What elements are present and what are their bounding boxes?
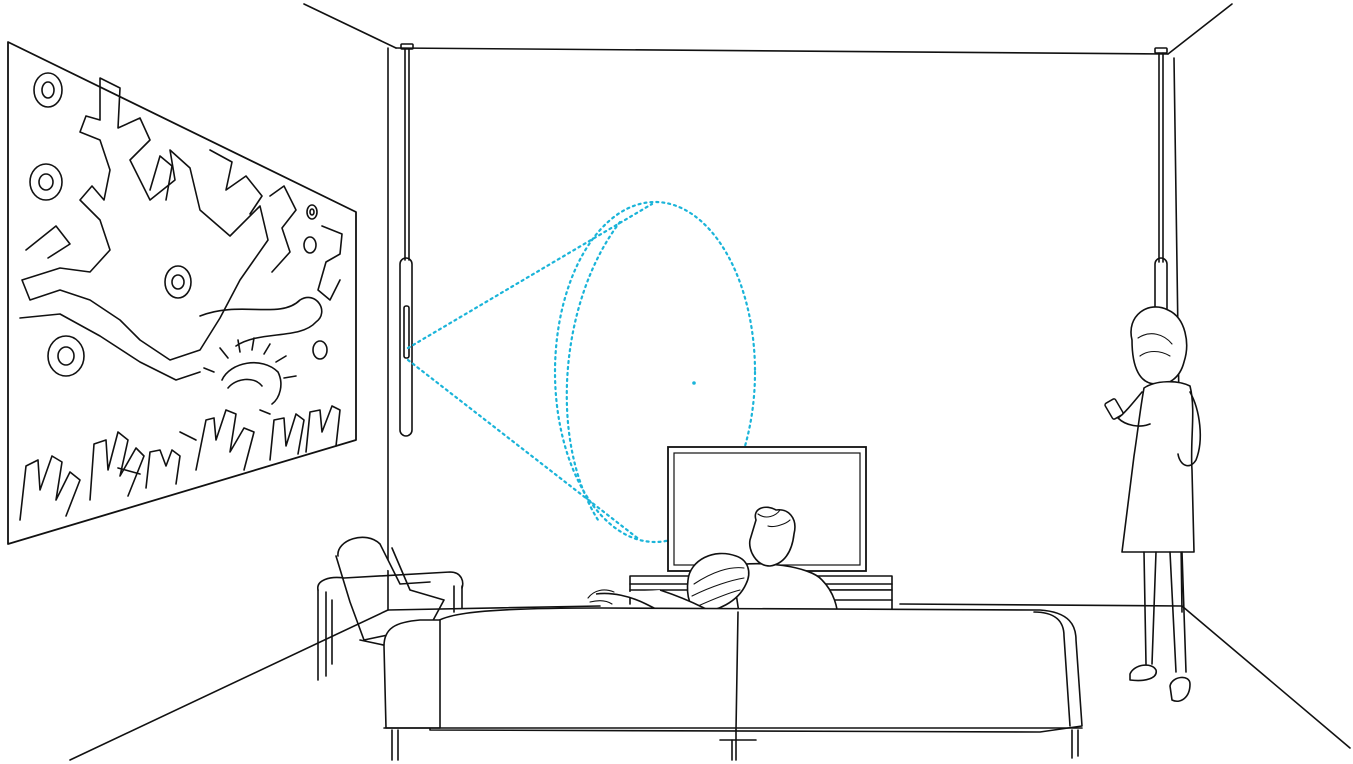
right-ceiling-sensor-icon: [1155, 48, 1167, 328]
left-ceiling-sensor-icon: [400, 44, 413, 436]
sofa-icon: [384, 608, 1082, 760]
standing-woman-icon: [1104, 307, 1200, 701]
wall-painting-icon: [8, 42, 356, 544]
